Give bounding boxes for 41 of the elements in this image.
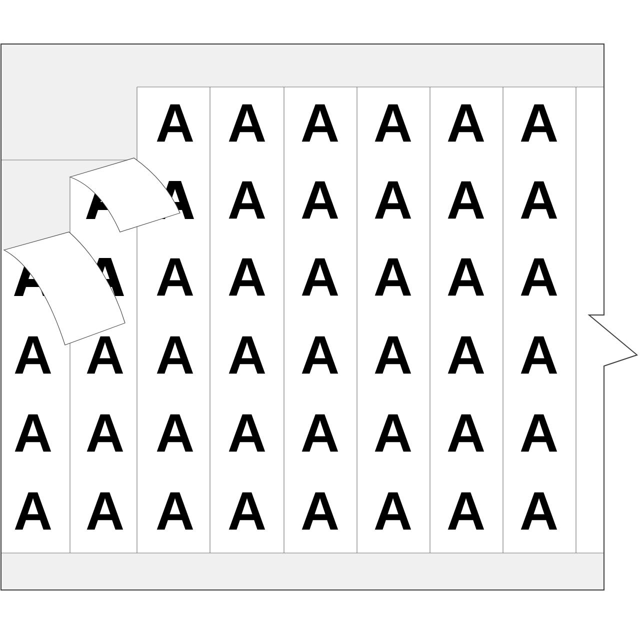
letter-label: A (228, 492, 266, 530)
letter-label: A (228, 104, 266, 142)
letter-label: A (520, 104, 558, 142)
letter-label: A (520, 336, 558, 374)
letter-label: A (156, 258, 194, 296)
letter-label: A (374, 336, 412, 374)
letter-label: A (374, 414, 412, 452)
letter-label: A (228, 181, 266, 219)
letter-label: A (14, 336, 52, 374)
letter-label: A (374, 104, 412, 142)
letter-label: A (520, 181, 558, 219)
letter-label: A (228, 336, 266, 374)
letter-label: A (374, 492, 412, 530)
letter-label: A (520, 492, 558, 530)
letter-label: A (302, 414, 338, 452)
letter-label: A (374, 258, 412, 296)
letter-label: A (520, 258, 558, 296)
letter-label: A (448, 104, 484, 142)
letter-label: A (86, 336, 124, 374)
letter-label: A (302, 492, 338, 530)
letter-label: A (448, 336, 484, 374)
letter-label: A (448, 258, 484, 296)
letter-label: A (448, 492, 484, 530)
letter-label: A (448, 181, 484, 219)
letter-label: A (302, 258, 338, 296)
letter-label: A (374, 181, 412, 219)
letter-label: A (156, 414, 194, 452)
letter-label: A (86, 414, 124, 452)
letter-label: A (448, 414, 484, 452)
letter-label: A (14, 492, 52, 530)
letter-label: A (228, 414, 266, 452)
letter-label: A (14, 414, 52, 452)
letter-label: A (156, 492, 194, 530)
letter-label: A (302, 181, 338, 219)
letter-label: A (156, 104, 194, 142)
letter-label: A (86, 492, 124, 530)
letter-label: A (228, 258, 266, 296)
letter-label: A (520, 414, 558, 452)
letter-label: A (302, 104, 338, 142)
letter-label: A (302, 336, 338, 374)
letter-label: A (156, 336, 194, 374)
